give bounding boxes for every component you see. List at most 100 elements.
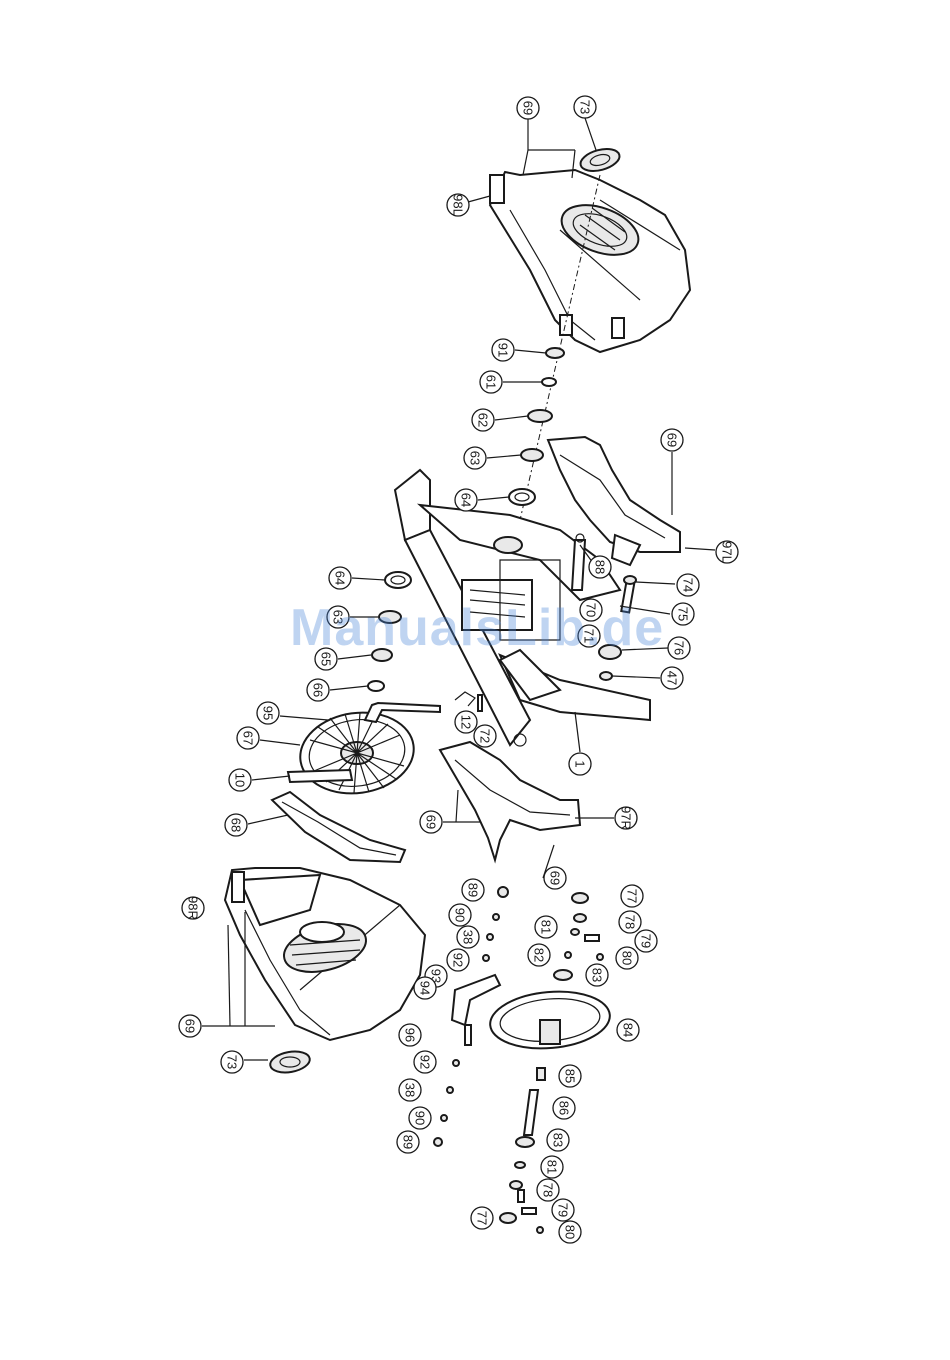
leg-97r [440, 742, 580, 860]
svg-text:77: 77 [625, 889, 640, 903]
svg-text:73: 73 [225, 1055, 240, 1069]
small-parts-12-72 [455, 692, 482, 711]
callout-74: 74 [677, 574, 699, 596]
tension-parts-lower [500, 1137, 543, 1233]
svg-text:80: 80 [620, 951, 635, 965]
callout-91: 91 [492, 339, 514, 361]
callout-92b: 92 [414, 1051, 436, 1073]
svg-text:82: 82 [532, 948, 547, 962]
svg-text:98L: 98L [451, 194, 466, 216]
watermark: ManualsLib.de [290, 598, 664, 658]
callout-84: 84 [617, 1019, 639, 1041]
callout-86: 86 [553, 1097, 575, 1119]
callout-69d: 69 [544, 867, 566, 889]
callout-88: 88 [589, 556, 611, 578]
callout-98l: 98L [447, 194, 469, 216]
svg-text:83: 83 [551, 1133, 566, 1147]
svg-text:69: 69 [183, 1019, 198, 1033]
svg-text:90: 90 [413, 1111, 428, 1125]
callout-61: 61 [480, 371, 502, 393]
svg-text:73: 73 [578, 100, 593, 114]
svg-text:67: 67 [241, 731, 256, 745]
svg-text:84: 84 [621, 1023, 636, 1037]
callout-83a: 83 [586, 964, 608, 986]
svg-text:69: 69 [521, 101, 536, 115]
callout-64a: 64 [455, 489, 477, 511]
callout-85: 85 [559, 1065, 581, 1087]
crank-axle-95 [365, 703, 440, 722]
callout-68: 68 [225, 814, 247, 836]
callout-82: 82 [528, 944, 550, 966]
svg-text:61: 61 [484, 375, 499, 389]
svg-text:96: 96 [403, 1028, 418, 1042]
svg-text:79: 79 [639, 934, 654, 948]
callout-77b: 77 [471, 1207, 493, 1229]
svg-text:72: 72 [478, 729, 493, 743]
svg-text:10: 10 [233, 773, 248, 787]
svg-text:97R: 97R [619, 806, 634, 830]
callout-12: 12 [455, 711, 477, 733]
callout-79b: 79 [552, 1199, 574, 1221]
callout-79a: 79 [635, 930, 657, 952]
pulley-67 [295, 705, 419, 800]
svg-text:90: 90 [453, 908, 468, 922]
svg-text:98R: 98R [186, 896, 201, 920]
svg-text:38: 38 [461, 930, 476, 944]
callout-80b: 80 [559, 1221, 581, 1243]
svg-text:74: 74 [681, 578, 696, 592]
callout-38b: 38 [399, 1079, 421, 1101]
callout-62: 62 [472, 409, 494, 431]
svg-text:76: 76 [672, 641, 687, 655]
callout-75: 75 [672, 603, 694, 625]
svg-text:85: 85 [563, 1069, 578, 1083]
bearing-stack-top [509, 348, 564, 505]
end-cap-73-bottom [269, 1049, 312, 1076]
svg-text:95: 95 [261, 706, 276, 720]
callout-97l: 97L [716, 541, 738, 563]
svg-text:92: 92 [451, 953, 466, 967]
callout-10: 10 [229, 769, 251, 791]
callout-69b: 69 [661, 429, 683, 451]
callout-69c: 69 [420, 811, 442, 833]
callout-47: 47 [661, 667, 683, 689]
svg-text:78: 78 [623, 915, 638, 929]
callout-94: 94 [414, 977, 436, 999]
callout-1: 1 [569, 753, 591, 775]
svg-text:92: 92 [418, 1055, 433, 1069]
svg-text:77: 77 [475, 1211, 490, 1225]
callout-78b: 78 [537, 1179, 559, 1201]
svg-text:64: 64 [459, 493, 474, 507]
callout-73a: 73 [574, 96, 596, 118]
svg-text:91: 91 [496, 343, 511, 357]
callout-90b: 90 [409, 1107, 431, 1129]
svg-text:75: 75 [676, 607, 691, 621]
flywheel-84 [488, 987, 612, 1053]
callout-69a: 69 [517, 97, 539, 119]
callout-73b: 73 [221, 1051, 243, 1073]
svg-text:83: 83 [590, 968, 605, 982]
callout-38a: 38 [457, 926, 479, 948]
callout-97r: 97R [615, 806, 637, 830]
svg-text:89: 89 [401, 1135, 416, 1149]
callout-81a: 81 [535, 916, 557, 938]
callout-78a: 78 [619, 911, 641, 933]
svg-text:88: 88 [593, 560, 608, 574]
svg-text:86: 86 [557, 1101, 572, 1115]
callout-69e: 69 [179, 1015, 201, 1037]
belt-68 [272, 792, 405, 862]
callout-80a: 80 [616, 947, 638, 969]
callout-64b: 64 [329, 567, 351, 589]
svg-text:94: 94 [418, 981, 433, 995]
svg-text:62: 62 [476, 413, 491, 427]
svg-text:97L: 97L [720, 541, 735, 563]
svg-text:68: 68 [229, 818, 244, 832]
right-cover-98r [225, 868, 425, 1040]
svg-text:69: 69 [548, 871, 563, 885]
svg-text:69: 69 [424, 815, 439, 829]
callout-81b: 81 [541, 1156, 563, 1178]
callout-89b: 89 [397, 1131, 419, 1153]
svg-text:78: 78 [541, 1183, 556, 1197]
svg-text:81: 81 [545, 1160, 560, 1174]
svg-text:69: 69 [665, 433, 680, 447]
